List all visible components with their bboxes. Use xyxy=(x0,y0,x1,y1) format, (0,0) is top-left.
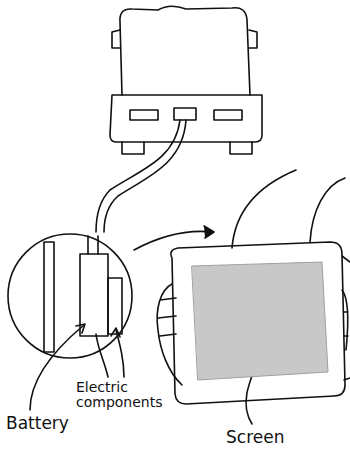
leader-line xyxy=(96,334,108,377)
tablet-side xyxy=(342,256,350,380)
truck-cab xyxy=(120,6,250,95)
truck-wheel xyxy=(122,142,144,154)
cable xyxy=(232,170,296,248)
magnifier-circle xyxy=(8,234,132,358)
electric-component xyxy=(108,278,122,334)
mounting-panel xyxy=(44,242,54,352)
truck-wheel xyxy=(230,142,252,154)
hand xyxy=(157,284,182,385)
part-label: Screen xyxy=(226,428,336,447)
cable xyxy=(310,178,345,242)
part-label: Electric components xyxy=(76,380,186,411)
tail-light xyxy=(130,110,158,120)
wire xyxy=(104,120,186,232)
part-label-holder: Electric components xyxy=(76,380,186,411)
part-label: Battery xyxy=(6,414,96,433)
tail-light xyxy=(174,108,196,120)
truck-body xyxy=(110,95,262,142)
truck-mirror xyxy=(249,30,257,48)
tablet-body xyxy=(171,242,345,404)
screen xyxy=(192,262,328,380)
truck-mirror xyxy=(112,30,120,48)
wire xyxy=(87,236,89,254)
leader-line xyxy=(30,325,84,410)
arrowhead xyxy=(76,324,85,333)
arrowhead xyxy=(111,328,120,337)
tail-light xyxy=(214,110,242,120)
arrowhead xyxy=(204,226,214,238)
part-label-holder: Battery xyxy=(6,414,96,433)
part-label-holder: Screen xyxy=(226,428,336,447)
wire xyxy=(97,236,99,254)
hand xyxy=(342,290,348,350)
wire xyxy=(96,120,180,232)
